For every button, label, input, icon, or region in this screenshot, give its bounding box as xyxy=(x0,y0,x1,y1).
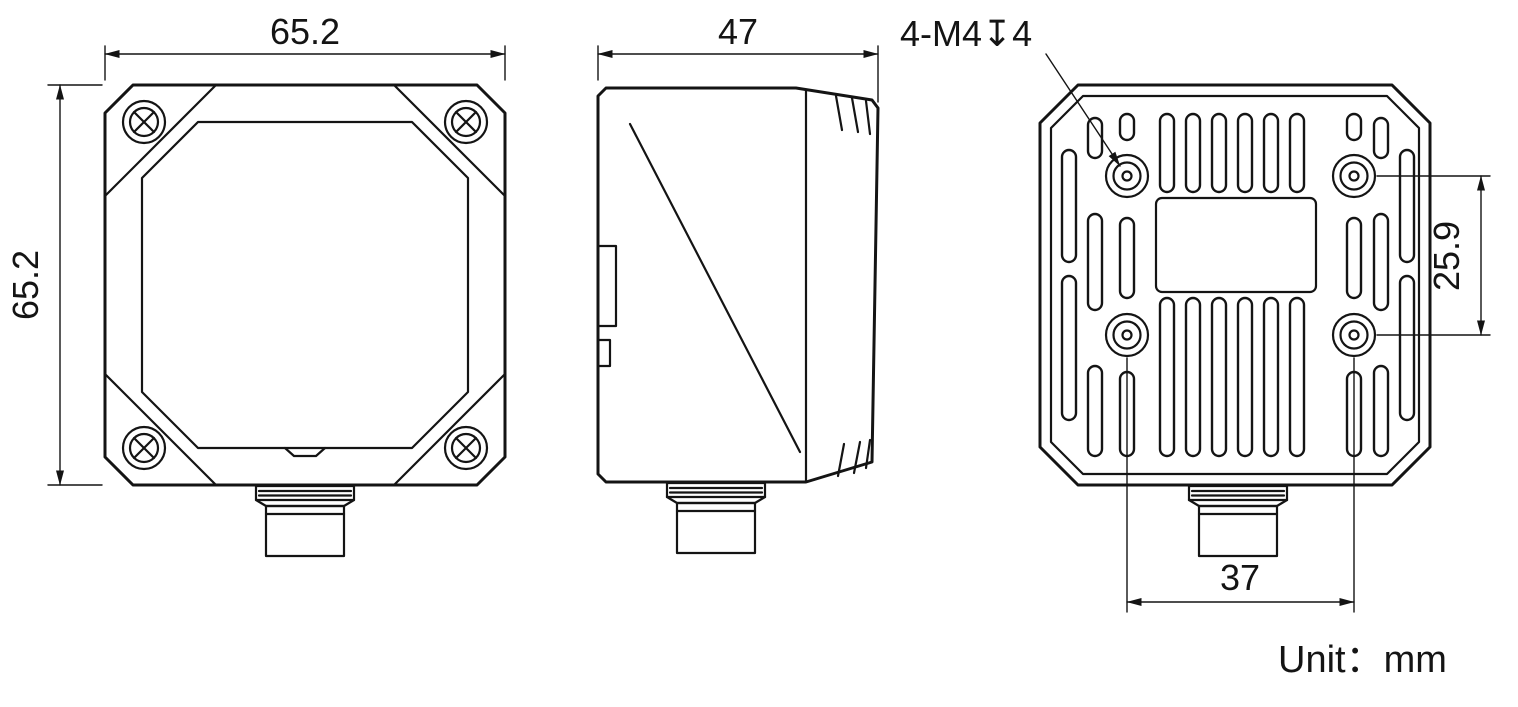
front-height-dimension: 65.2 xyxy=(5,84,103,486)
back-view: 4-M4↧4 25.9 37 xyxy=(900,13,1491,613)
side-angled-face xyxy=(628,122,802,454)
side-m12-connector xyxy=(665,481,767,555)
thread-callout-label: 4-M4↧4 xyxy=(900,13,1032,54)
screw-icon xyxy=(443,99,489,145)
back-heatsink-ribs xyxy=(1060,112,1416,458)
screw-icon xyxy=(443,425,489,471)
mounting-hole xyxy=(1104,153,1150,199)
mounting-hole xyxy=(1331,153,1377,199)
back-label-plate xyxy=(1154,196,1318,294)
side-outer-contour xyxy=(596,86,880,484)
side-back-slot xyxy=(596,244,618,368)
front-lens-panel xyxy=(140,120,470,450)
mounting-hole xyxy=(1104,312,1150,358)
dim-side-depth: 47 xyxy=(718,11,758,52)
dim-front-height: 65.2 xyxy=(5,250,46,320)
back-outer-contour xyxy=(1038,83,1432,487)
back-inner-contour xyxy=(1049,94,1421,476)
side-depth-dimension: 47 xyxy=(597,11,879,103)
unit-label: Unit：mm xyxy=(1278,639,1447,681)
screw-icon xyxy=(121,425,167,471)
thread-callout: 4-M4↧4 xyxy=(900,13,1121,167)
front-view: 65.2 65.2 xyxy=(5,11,507,558)
mounting-hole xyxy=(1331,312,1377,358)
dim-hole-spacing-vertical: 25.9 xyxy=(1426,221,1467,291)
screw-icon xyxy=(121,99,167,145)
front-corner-screws xyxy=(121,99,489,471)
back-m12-connector xyxy=(1187,484,1289,558)
front-corner-plates xyxy=(103,83,507,487)
dim-hole-spacing-horizontal: 37 xyxy=(1220,557,1260,598)
front-width-dimension: 65.2 xyxy=(104,11,506,81)
front-m12-connector xyxy=(254,484,356,558)
hole-spacing-vertical-dimension: 25.9 xyxy=(1376,175,1491,336)
back-mounting-holes xyxy=(1104,153,1377,358)
side-view: 47 xyxy=(596,11,880,555)
dim-front-width: 65.2 xyxy=(270,11,340,52)
side-bezel-details xyxy=(834,94,872,478)
front-outer-contour xyxy=(103,83,507,487)
front-bottom-notch xyxy=(283,446,327,458)
hole-spacing-horizontal-dimension: 37 xyxy=(1126,357,1355,613)
